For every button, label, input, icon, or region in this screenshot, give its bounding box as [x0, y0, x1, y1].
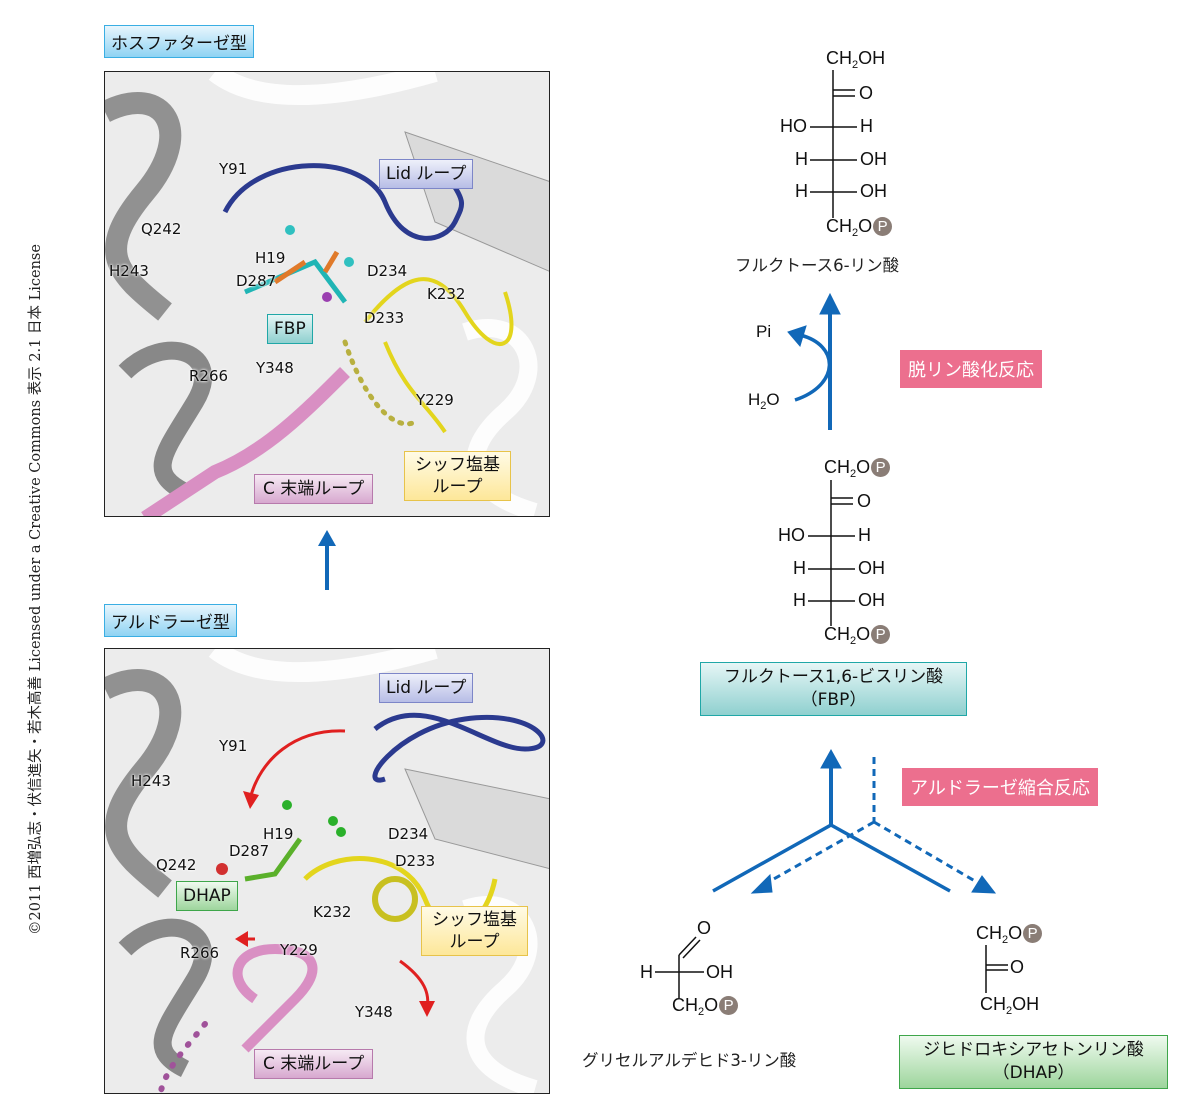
phosphate-icon: P: [873, 217, 893, 236]
dhap-ch2oh: CH2OH: [980, 994, 1040, 1017]
protein-ribbon-illustration: [105, 649, 549, 1093]
residue-label: D234: [367, 262, 408, 280]
fbp-c4-right: OH: [858, 558, 885, 578]
residue-label: Y348: [355, 1003, 393, 1021]
aldolase-form-title: アルドラーゼ型: [104, 604, 237, 637]
residue-label: H243: [109, 262, 149, 280]
aldol-condensation-label: アルドラーゼ縮合反応: [902, 768, 1098, 806]
dhap-carbonyl-o: O: [1010, 957, 1025, 977]
g3p-name: グリセルアルデヒド3-リン酸: [582, 1051, 797, 1070]
fbp-c5-right: OH: [858, 590, 885, 610]
dhap-ch2o-text: CH2O: [976, 923, 1023, 946]
f6p-c5-right: OH: [860, 181, 887, 201]
residue-label: H19: [263, 825, 294, 843]
residue-label: H19: [255, 249, 286, 267]
residue-label: H243: [131, 772, 171, 790]
residue-label: Y91: [219, 160, 248, 178]
f6p-c5-left: H: [795, 181, 808, 201]
f6p-carbonyl-o: O: [859, 83, 874, 103]
f6p-c4-left: H: [795, 149, 808, 169]
fbp-name: フルクトース1,6-ビスリン酸: [723, 667, 944, 687]
fbp-c5-left: H: [793, 590, 806, 610]
f6p-c1: CH2OH: [826, 48, 886, 71]
g3p-aldehyde-o: O: [697, 918, 712, 938]
f6p-c3-right: H: [860, 116, 873, 136]
lid-loop-label: Lid ループ: [379, 159, 474, 189]
dhap-name: ジヒドロキシアセトンリン酸: [923, 1040, 1144, 1060]
fbp-abbrev: （FBP）: [800, 690, 867, 710]
g3p-oh: OH: [706, 962, 733, 982]
residue-label: R266: [180, 944, 220, 962]
phosphate-icon: P: [1023, 924, 1043, 943]
f6p-c4-right: OH: [860, 149, 887, 169]
residue-label: D287: [236, 272, 277, 290]
phosphatase-form-title: ホスファターゼ型: [104, 25, 254, 58]
fbp-ligand-label: FBP: [267, 314, 313, 344]
fbp-c3-left: HO: [778, 525, 805, 545]
residue-label: Y229: [416, 391, 454, 409]
dhap-name-box: ジヒドロキシアセトンリン酸 （DHAP）: [899, 1035, 1168, 1089]
phosphate-icon: P: [719, 996, 739, 1015]
phosphate-icon: P: [871, 625, 891, 644]
residue-label: D233: [395, 852, 436, 870]
schiff-base-loop-label: シッフ塩基ループ: [404, 451, 511, 501]
c-terminal-loop-label: C 末端ループ: [254, 1049, 374, 1079]
fbp-c1-text: CH2O: [824, 457, 871, 480]
g3p-ch2o-text: CH2O: [672, 995, 719, 1018]
residue-label: R266: [189, 367, 229, 385]
residue-label: Q242: [156, 856, 197, 874]
residue-label: D287: [229, 842, 270, 860]
g3p-h: H: [640, 962, 653, 982]
fbp-carbonyl-o: O: [857, 491, 872, 511]
protein-ribbon-illustration: [105, 72, 549, 516]
f6p-c6-text: CH2O: [826, 216, 873, 239]
pi-label: Pi: [756, 322, 772, 341]
phosphatase-structure-panel: Y91 Q242 H243 H19 D287 D234 K232 D233 R2…: [104, 71, 550, 517]
up-arrow-icon: [318, 530, 336, 590]
fbp-c4-left: H: [793, 558, 806, 578]
fbp-c6-text: CH2O: [824, 624, 871, 647]
c-terminal-loop-label: C 末端ループ: [254, 474, 374, 504]
residue-label: Y229: [280, 941, 318, 959]
dephosphorylation-reaction-label: 脱リン酸化反応: [900, 350, 1042, 388]
schiff-label-line2: ループ: [432, 477, 483, 497]
fbp-name-box: フルクトース1,6-ビスリン酸 （FBP）: [700, 662, 967, 716]
dhap-ligand-label: DHAP: [176, 881, 238, 911]
schiff-label-line1: シッフ塩基: [432, 910, 517, 930]
residue-label: Q242: [141, 220, 182, 238]
residue-label: D234: [388, 825, 429, 843]
f6p-name: フルクトース6-リン酸: [735, 256, 900, 275]
f6p-c3-left: HO: [780, 116, 807, 136]
lid-loop-label: Lid ループ: [379, 673, 474, 703]
aldolase-structure-panel: Y91 H243 H19 D287 D234 D233 Q242 K232 R2…: [104, 648, 550, 1094]
phosphate-icon: P: [871, 458, 891, 477]
dhap-abbrev: （DHAP）: [992, 1063, 1075, 1083]
schiff-label-line2: ループ: [449, 932, 500, 952]
residue-label: K232: [313, 903, 352, 921]
residue-label: Y348: [256, 359, 294, 377]
fbp-c3-right: H: [858, 525, 871, 545]
residue-label: K232: [427, 285, 466, 303]
schiff-label-line1: シッフ塩基: [415, 455, 500, 475]
residue-label: D233: [364, 309, 405, 327]
schiff-base-loop-label: シッフ塩基ループ: [421, 906, 528, 956]
h2o-label: H2O: [748, 390, 780, 412]
residue-label: Y91: [219, 737, 248, 755]
